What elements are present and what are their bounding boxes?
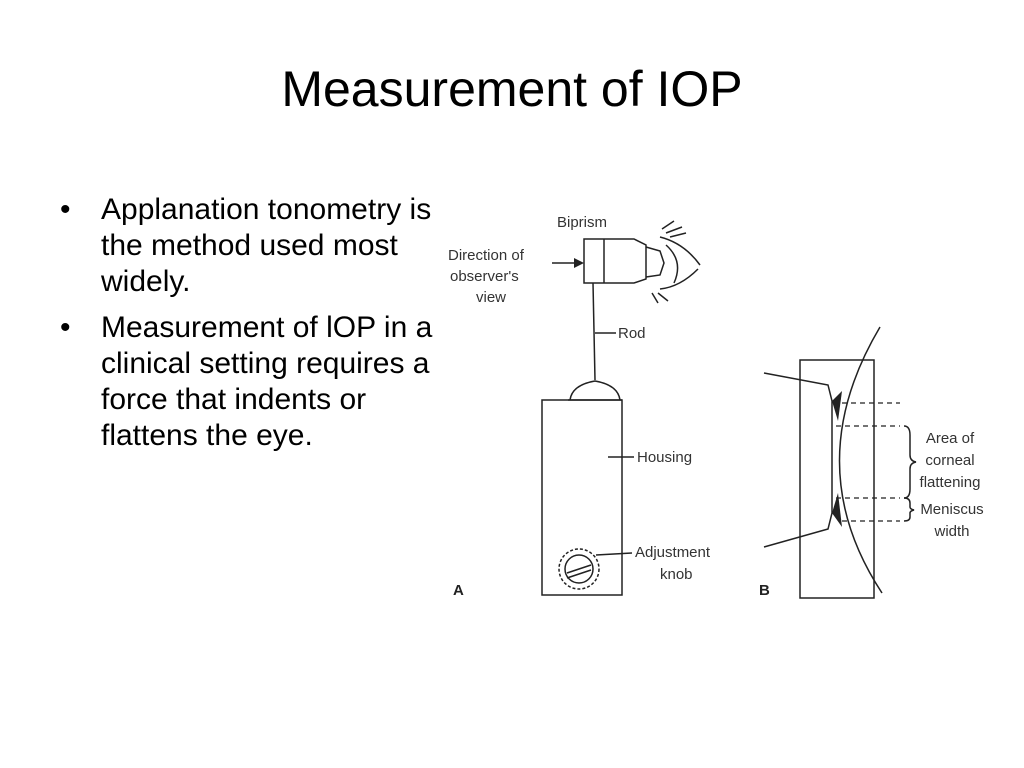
cornea-arc	[838, 326, 883, 594]
meniscus-bottom	[832, 493, 842, 527]
label-area-2: corneal	[925, 452, 974, 469]
label-knob-2: knob	[660, 566, 693, 583]
slide-title: Measurement of IOP	[281, 61, 743, 117]
label-knob-1: Adjustment	[635, 544, 711, 561]
panel-a: Biprism Direction of observer's view Rod…	[448, 214, 711, 599]
bullet-icon: •	[60, 311, 71, 344]
bullet-item: • Measurement of lOP in a clinical setti…	[58, 310, 448, 454]
panel-b-letter: B	[759, 582, 770, 599]
label-direction-2: observer's	[450, 268, 519, 285]
label-area-1: Area of	[926, 430, 975, 447]
bullet-text: Measurement of lOP in a clinical setting…	[101, 311, 433, 452]
tonometer-diagram: Biprism Direction of observer's view Rod…	[448, 214, 984, 599]
lower-eyelid	[659, 268, 699, 290]
rod	[592, 282, 596, 381]
label-housing: Housing	[637, 449, 692, 466]
label-meniscus-1: Meniscus	[920, 501, 983, 518]
knob-inner	[564, 554, 594, 584]
knob-outer	[558, 548, 600, 590]
bullet-text: Applanation tonometry is the method used…	[101, 193, 432, 298]
knob-slot-b	[566, 569, 592, 579]
upper-eyelid	[659, 236, 701, 266]
label-direction-3: view	[476, 289, 506, 306]
label-biprism: Biprism	[557, 214, 607, 231]
area-bracket	[903, 425, 917, 499]
eyelashes-lower	[651, 292, 669, 304]
eyelashes-upper	[661, 220, 687, 238]
panel-b: Area of corneal flattening Meniscus widt…	[759, 326, 984, 599]
dome-cap	[569, 380, 621, 401]
prism-edges	[763, 372, 833, 548]
label-rod: Rod	[618, 325, 646, 342]
label-direction-1: Direction of	[448, 247, 525, 264]
knob-leader	[595, 552, 633, 556]
meniscus-top	[832, 391, 842, 421]
biprism-body	[583, 238, 647, 284]
meniscus-bracket	[903, 497, 915, 522]
prism-box	[799, 359, 875, 599]
direction-arrow-head	[574, 258, 584, 268]
bullet-list: • Applanation tonometry is the method us…	[58, 192, 448, 464]
label-meniscus-2: width	[933, 523, 969, 540]
label-area-3: flattening	[920, 474, 981, 491]
panel-a-letter: A	[453, 582, 464, 599]
cornea-curve	[665, 244, 679, 284]
bullet-icon: •	[60, 193, 71, 226]
bullet-item: • Applanation tonometry is the method us…	[58, 192, 448, 300]
knob-slot-a	[566, 564, 592, 574]
housing-box	[541, 399, 623, 596]
biprism-tip	[645, 246, 665, 278]
